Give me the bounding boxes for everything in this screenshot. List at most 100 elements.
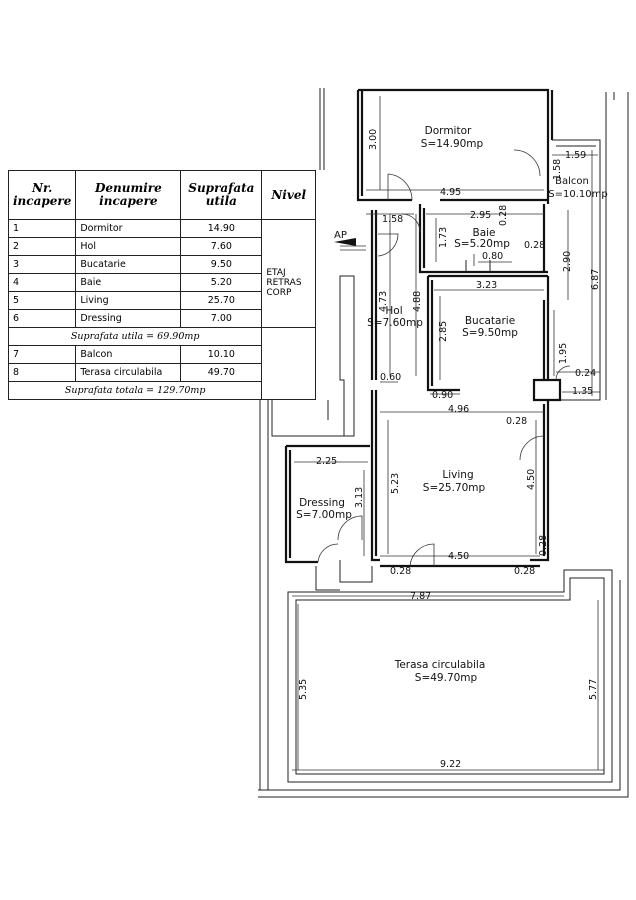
dim-4-95: 4.95 <box>440 187 461 198</box>
suprafata-totala-row: Suprafata totala = 129.70mp <box>7 381 316 400</box>
row-area: 49.70 <box>180 363 263 382</box>
header-nivel: Nivel <box>261 170 316 220</box>
dim-0-28-living-top: 0.28 <box>506 416 527 427</box>
dormitor-area: S=14.90mp <box>421 138 484 150</box>
suprafata-totala: Suprafata totala = 129.70mp <box>7 381 263 400</box>
row-area: 25.70 <box>180 291 263 310</box>
room-legend-table: Nr. incapere Denumire incapere Suprafata… <box>7 170 316 400</box>
dim-1-59: 1.59 <box>565 150 586 161</box>
balcon-name: Balcon <box>555 176 589 187</box>
table-row: 1 Dormitor 14.90 ETAJ RETRAS CORP <box>7 219 316 328</box>
dim-3-00: 3.00 <box>368 129 379 150</box>
row-name: Hol <box>75 237 182 256</box>
dim-0-28-bottom-left: 0.28 <box>390 566 411 577</box>
dressing-area: S=7.00mp <box>296 509 352 521</box>
table-row: 4 Baie 5.20 <box>7 273 316 292</box>
room-labels: Dormitor S=14.90mp Balcon S=10.10mp Baie… <box>296 125 608 684</box>
suprafata-utila-row: Suprafata utila = 69.90mp <box>7 327 316 400</box>
dim-0-28-bottom-right: 0.28 <box>514 566 535 577</box>
balcon-area: S=10.10mp <box>548 189 607 200</box>
dim-3-13: 3.13 <box>354 487 365 508</box>
dim-2-95: 2.95 <box>470 210 491 221</box>
row-area: 9.50 <box>180 255 263 274</box>
table-row: 3 Bucatarie 9.50 <box>7 255 316 274</box>
building-outline <box>258 88 629 798</box>
dim-1-95: 1.95 <box>558 343 569 364</box>
dim-9-22: 9.22 <box>440 759 461 770</box>
dim-0-60: 0.60 <box>380 372 401 383</box>
dim-4-88: 4.88 <box>412 291 423 312</box>
dimension-lines <box>292 96 604 771</box>
row-nr: 3 <box>7 255 77 274</box>
row-area: 5.20 <box>180 273 263 292</box>
dim-0-24: 0.24 <box>575 368 596 379</box>
dim-5-23: 5.23 <box>390 473 401 494</box>
dim-1-73: 1.73 <box>438 227 449 248</box>
nivel-cell: ETAJ RETRAS CORP <box>261 219 316 328</box>
dim-6-87: 6.87 <box>590 269 601 290</box>
header-denumire: Denumire incapere <box>75 170 182 220</box>
dim-0-28-baie-right: 0.28 <box>524 240 545 251</box>
row-name: Dressing <box>75 309 182 328</box>
table-row: 7 Balcon 10.10 <box>7 345 316 364</box>
row-nr: 6 <box>7 309 77 328</box>
row-area: 10.10 <box>180 345 263 364</box>
suprafata-utila: Suprafata utila = 69.90mp <box>7 327 263 346</box>
dormitor-name: Dormitor <box>425 125 472 137</box>
table-row: 8 Terasa circulabila 49.70 <box>7 363 316 382</box>
dim-4-50: 4.50 <box>448 551 469 562</box>
dim-5-77: 5.77 <box>588 679 599 700</box>
dim-4-73: 4.73 <box>378 291 389 312</box>
row-name: Dormitor <box>75 219 182 238</box>
row-name: Terasa circulabila <box>75 363 182 382</box>
row-area: 14.90 <box>180 219 263 238</box>
dim-0-80: 0.80 <box>482 251 503 262</box>
living-name: Living <box>442 469 473 481</box>
row-name: Living <box>75 291 182 310</box>
ap-label: AP <box>334 230 347 241</box>
bucatarie-area: S=9.50mp <box>462 327 518 339</box>
row-nr: 1 <box>7 219 77 238</box>
row-nr: 4 <box>7 273 77 292</box>
bucatarie-name: Bucatarie <box>465 315 515 327</box>
row-nr: 5 <box>7 291 77 310</box>
row-name: Balcon <box>75 345 182 364</box>
dim-4-96: 4.96 <box>448 404 469 415</box>
dim-1-35: 1.35 <box>572 386 593 397</box>
row-name: Bucatarie <box>75 255 182 274</box>
terasa-name: Terasa circulabila <box>394 659 486 671</box>
dim-4-50-vertical: 4.50 <box>526 469 537 490</box>
row-nr: 2 <box>7 237 77 256</box>
ap-arrow-icon <box>334 238 356 246</box>
terasa-area: S=49.70mp <box>415 672 478 684</box>
walls <box>271 88 613 783</box>
row-area: 7.00 <box>180 309 263 328</box>
dim-2-25: 2.25 <box>316 456 337 467</box>
dim-0-28-living-right: 0.28 <box>538 535 549 556</box>
dim-2-85: 2.85 <box>438 321 449 342</box>
dim-1-58: 1.58 <box>382 214 403 225</box>
row-area: 7.60 <box>180 237 263 256</box>
row-nr: 8 <box>7 363 77 382</box>
header-nr: Nr. incapere <box>7 170 77 220</box>
row-name: Baie <box>75 273 182 292</box>
table-row: 6 Dressing 7.00 <box>7 309 316 328</box>
dim-3-23: 3.23 <box>476 280 497 291</box>
baie-area: S=5.20mp <box>454 238 510 250</box>
dim-2-90: 2.90 <box>562 251 573 272</box>
hol-name: Hol <box>385 305 402 317</box>
baie-name: Baie <box>472 227 495 239</box>
table-row: 5 Living 25.70 <box>7 291 316 310</box>
dim-0-90: 0.90 <box>432 390 453 401</box>
dim-0-28-baie-top: 0.28 <box>498 205 509 226</box>
dim-1-58-vertical: 1.58 <box>552 159 563 180</box>
hol-area: S=7.60mp <box>367 317 423 329</box>
dim-5-35: 5.35 <box>298 679 309 700</box>
dressing-name: Dressing <box>299 497 345 509</box>
row-nr: 7 <box>7 345 77 364</box>
living-area: S=25.70mp <box>423 482 486 494</box>
dim-7-87: 7.87 <box>410 591 431 602</box>
dimension-labels: 3.00 4.95 1.59 1.58 1.58 2.95 1.73 0.28 … <box>298 129 601 770</box>
header-suprafata: Suprafata utila <box>180 170 263 220</box>
